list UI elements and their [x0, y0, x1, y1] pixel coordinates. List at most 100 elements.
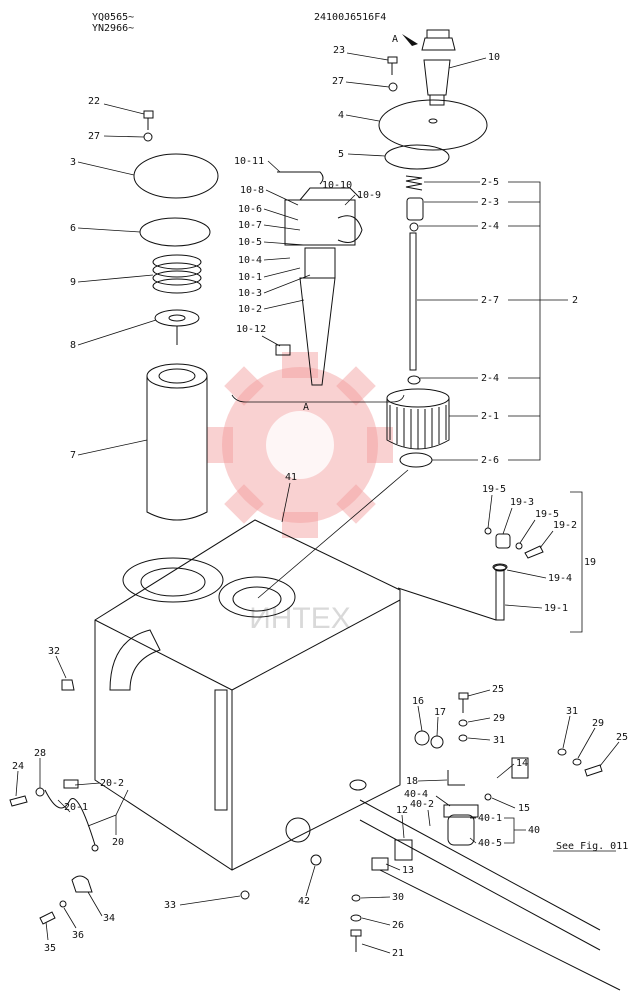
- callout-34: 34: [103, 913, 115, 924]
- cover-plate-4: [378, 99, 488, 151]
- callout-40-4: 40-4: [404, 789, 428, 800]
- strainer-element-2-1: [386, 388, 450, 450]
- callout-10-12: 10-12: [236, 324, 266, 335]
- callouts: 23 10 27 4 5 22 27 3 6 9 8 7 10-11 10-10…: [12, 45, 628, 959]
- callout-19-2: 19-2: [553, 520, 577, 531]
- callout-2-4-bottom: 2-4: [481, 373, 499, 384]
- callout-17: 17: [434, 707, 446, 718]
- callout-10-3: 10-3: [238, 288, 262, 299]
- o-ring-2-6: [399, 452, 433, 468]
- callout-5: 5: [338, 149, 344, 160]
- callout-12: 12: [396, 805, 408, 816]
- reference-note: See Fig. 011: [556, 841, 628, 852]
- bolt-23: [387, 56, 398, 75]
- wire-10-11: [277, 171, 324, 185]
- spacer-2-3: [406, 197, 424, 221]
- washer-29b: [572, 758, 582, 766]
- callout-10-2: 10-2: [238, 304, 262, 315]
- part-17: [430, 735, 444, 749]
- callout-22: 22: [88, 96, 100, 107]
- callout-10-4: 10-4: [238, 255, 262, 266]
- callout-40: 40: [528, 825, 540, 836]
- plug-33: [240, 890, 250, 900]
- callout-25-a: 25: [492, 684, 504, 695]
- callout-29-a: 29: [493, 713, 505, 724]
- view-a-bracket: [231, 394, 405, 403]
- washer-15: [484, 793, 492, 801]
- filter-assembly-40: [443, 804, 479, 846]
- callout-6: 6: [70, 223, 76, 234]
- washer-31b: [557, 748, 567, 756]
- watermark-text: ИНТЕХ: [249, 602, 351, 635]
- callout-2-1: 2-1: [481, 411, 499, 422]
- view-a-caption: A: [303, 402, 309, 413]
- view-arrow-icon: [402, 34, 418, 46]
- callout-25-b: 25: [616, 732, 628, 743]
- callout-31-b: 31: [566, 706, 578, 717]
- serial-range-1: YQ0565~: [92, 12, 134, 23]
- clamp-34: [71, 875, 93, 893]
- callout-3: 3: [70, 157, 76, 168]
- drawing-code: 24100J6516F4: [314, 12, 386, 23]
- callout-2-4-top: 2-4: [481, 221, 499, 232]
- callout-18: 18: [406, 776, 418, 787]
- callout-21: 21: [392, 948, 404, 959]
- callout-33: 33: [164, 900, 176, 911]
- valve-8: [154, 309, 200, 345]
- fitting-13: [371, 857, 389, 871]
- plug-32: [61, 679, 75, 691]
- callout-36: 36: [72, 930, 84, 941]
- gasket-6: [139, 217, 211, 247]
- washer-27-left: [143, 132, 153, 142]
- callout-10-7: 10-7: [238, 220, 262, 231]
- sensor-unit-detail: [275, 171, 363, 386]
- bolt-35: [39, 911, 56, 925]
- o-ring-19-4: [492, 563, 508, 571]
- callout-19-1: 19-1: [544, 603, 568, 614]
- filter-element-7: [146, 363, 208, 521]
- callout-10: 10: [488, 52, 500, 63]
- spring-9: [152, 254, 202, 294]
- part-16: [414, 730, 430, 746]
- spring-2-5: [405, 175, 423, 191]
- breather-cap-10: [421, 29, 456, 106]
- bolt-19-2: [524, 545, 544, 559]
- fitting-14: [511, 757, 529, 779]
- o-ring-19-5b: [515, 542, 523, 550]
- washer-28: [35, 787, 45, 797]
- bolt-25a: [458, 692, 469, 713]
- washer-27-top: [388, 82, 398, 92]
- callout-27-left: 27: [88, 131, 100, 142]
- washer-29a: [458, 719, 468, 727]
- callout-10-11: 10-11: [234, 156, 264, 167]
- fitting-12: [394, 839, 413, 861]
- callout-2-3: 2-3: [481, 197, 499, 208]
- gasket-5: [384, 144, 450, 170]
- serial-range-2: YN2966~: [92, 23, 134, 34]
- callout-35: 35: [44, 943, 56, 954]
- callout-19-3: 19-3: [510, 497, 534, 508]
- bolt-24: [9, 795, 28, 807]
- bolt-25b: [584, 764, 603, 777]
- callout-2-6: 2-6: [481, 455, 499, 466]
- plug-42: [310, 854, 322, 866]
- callout-40-5: 40-5: [478, 838, 502, 849]
- rod-2-7: [409, 232, 417, 371]
- callout-40-1: 40-1: [478, 813, 502, 824]
- callout-10-5: 10-5: [238, 237, 262, 248]
- callout-10-6: 10-6: [238, 204, 262, 215]
- pipe-19-1: [397, 564, 507, 621]
- callout-9: 9: [70, 277, 76, 288]
- nut-2-4-top: [409, 222, 419, 232]
- watermark-logo: ИНТЕХ: [207, 352, 393, 635]
- callout-2-5: 2-5: [481, 177, 499, 188]
- callout-24: 24: [12, 761, 24, 772]
- bracket-18: [447, 770, 465, 786]
- callout-4: 4: [338, 110, 344, 121]
- callout-27-top: 27: [332, 76, 344, 87]
- callout-42: 42: [298, 896, 310, 907]
- callout-19-4: 19-4: [548, 573, 572, 584]
- callout-10-1: 10-1: [238, 272, 262, 283]
- washer-36: [59, 900, 67, 908]
